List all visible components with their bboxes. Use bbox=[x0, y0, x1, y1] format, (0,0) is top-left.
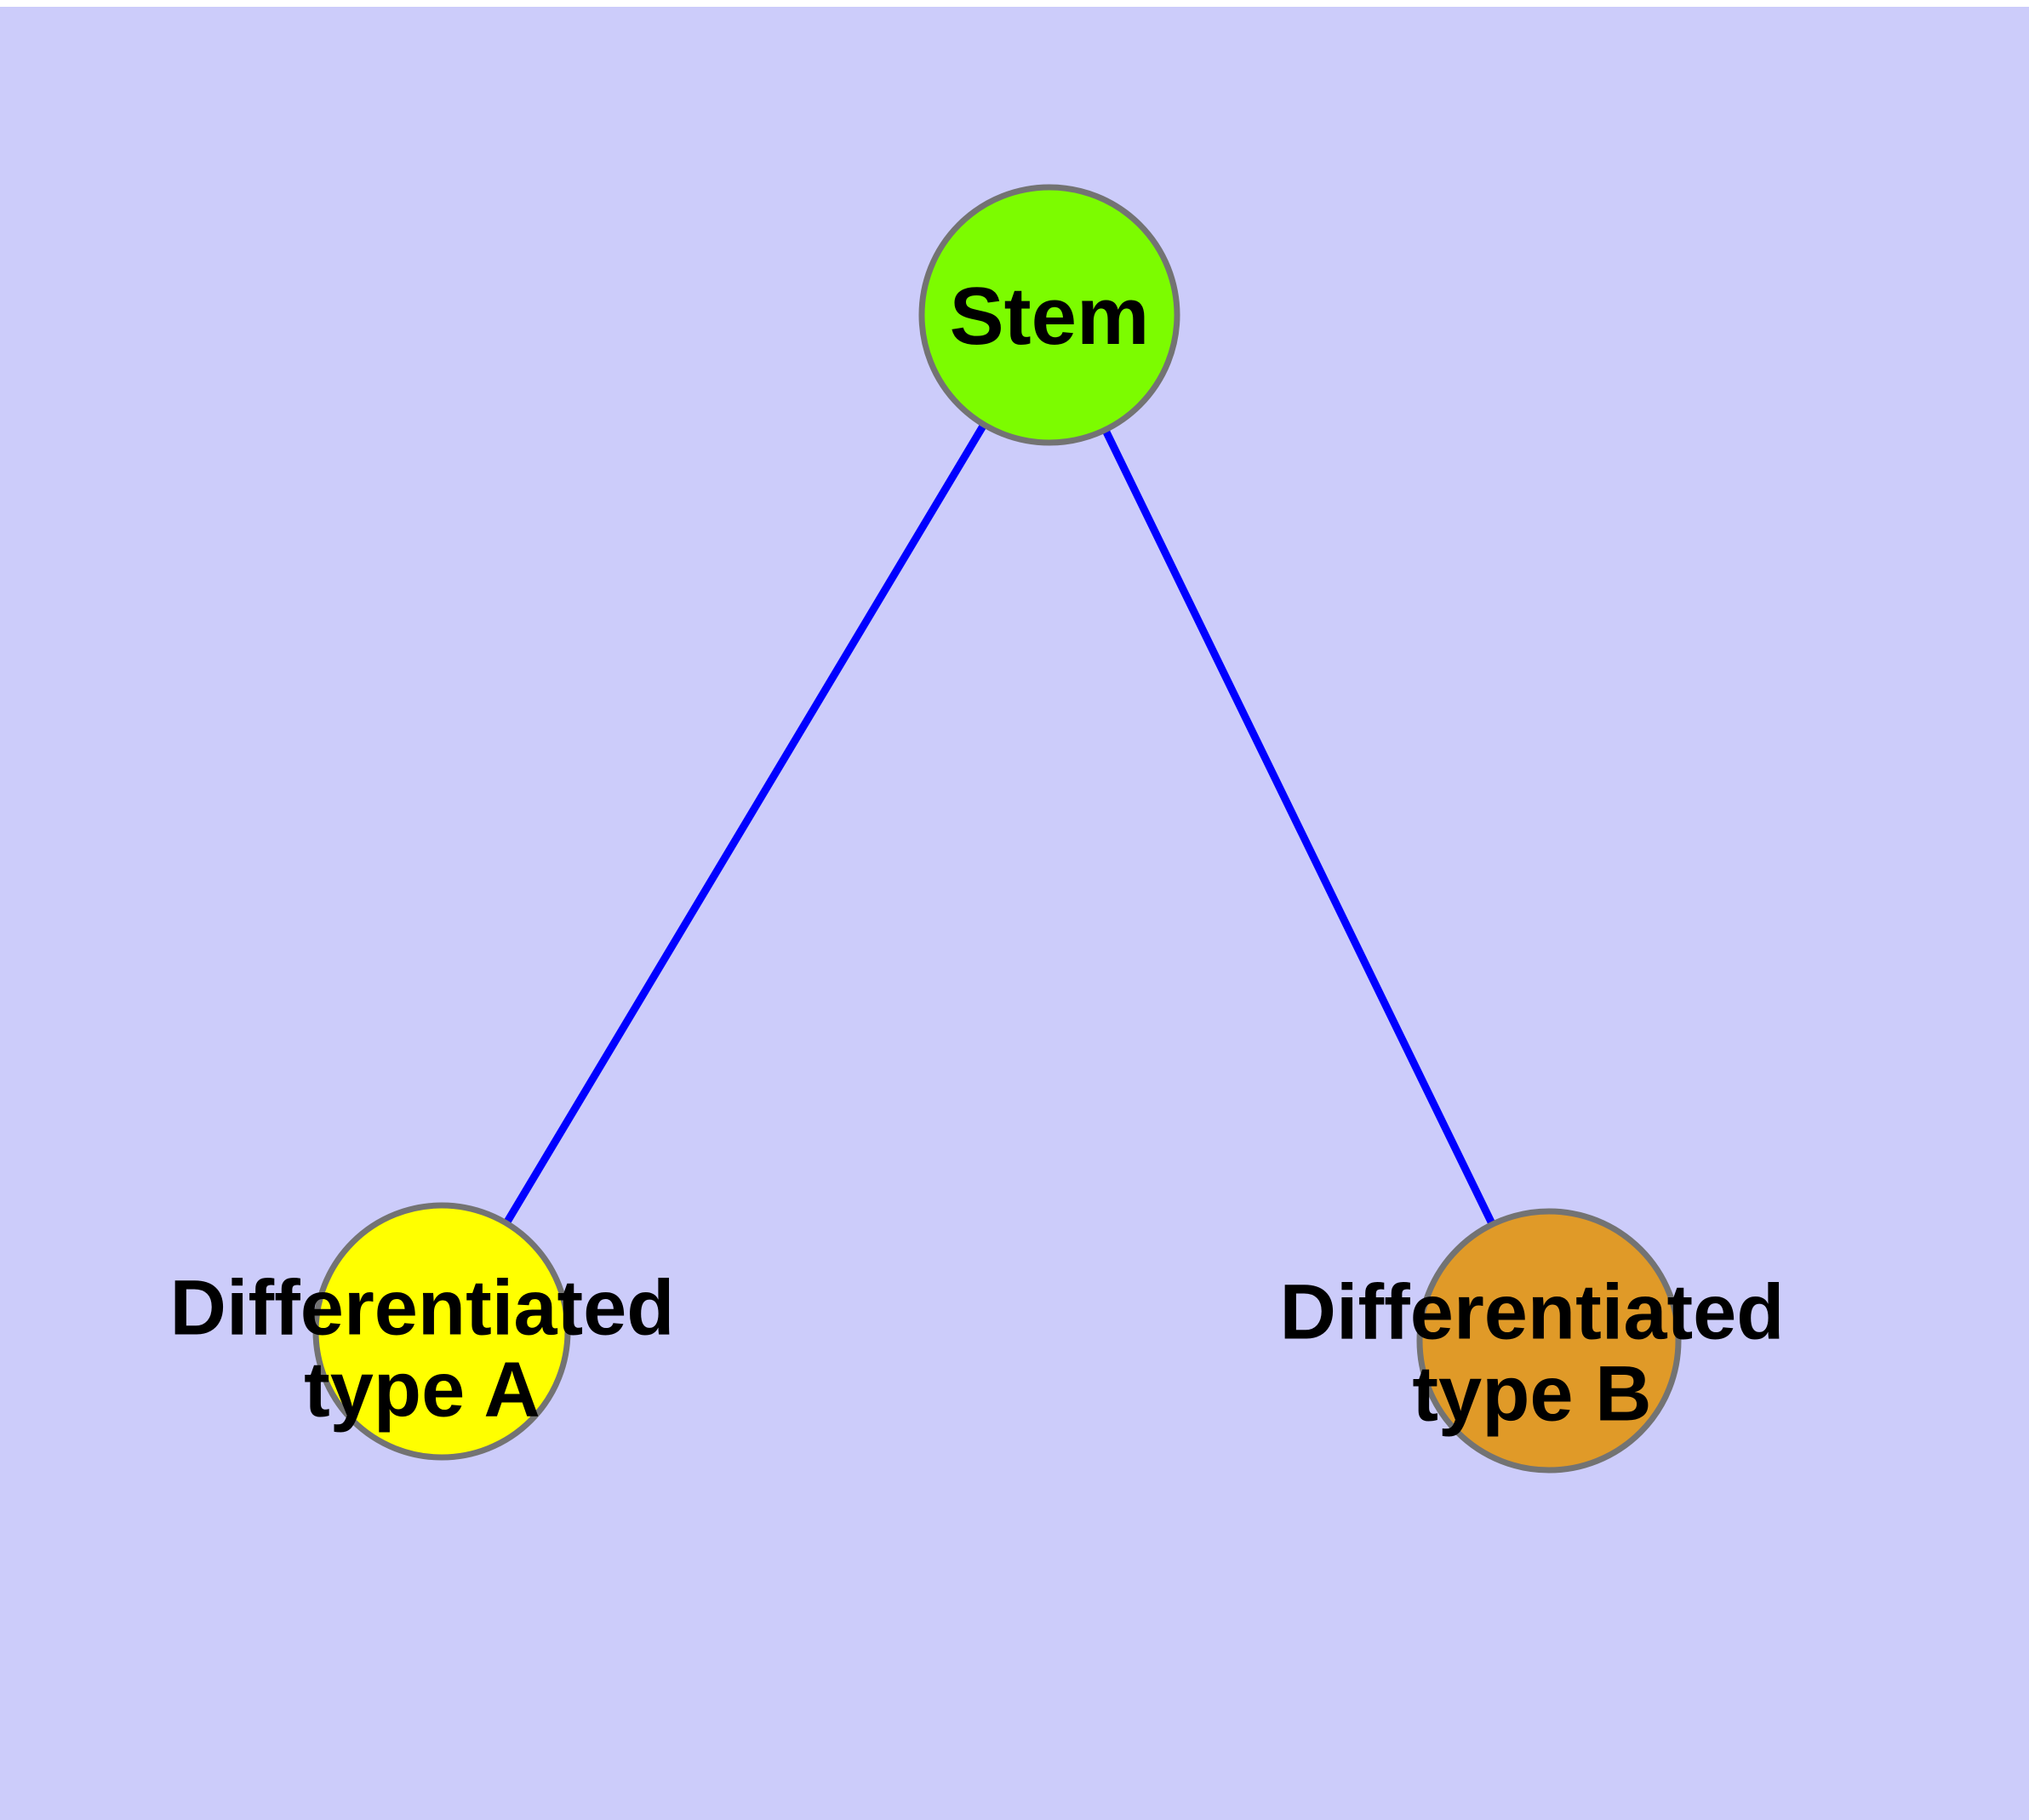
graph-node-stem[interactable] bbox=[918, 184, 1180, 446]
edge-layer bbox=[438, 312, 1553, 1342]
graph-edge bbox=[438, 312, 1053, 1334]
graph-node-diff_a[interactable] bbox=[312, 1202, 571, 1461]
graph-edge bbox=[1045, 313, 1553, 1342]
node-layer bbox=[312, 184, 1682, 1474]
graph-node-diff_b[interactable] bbox=[1416, 1208, 1682, 1474]
